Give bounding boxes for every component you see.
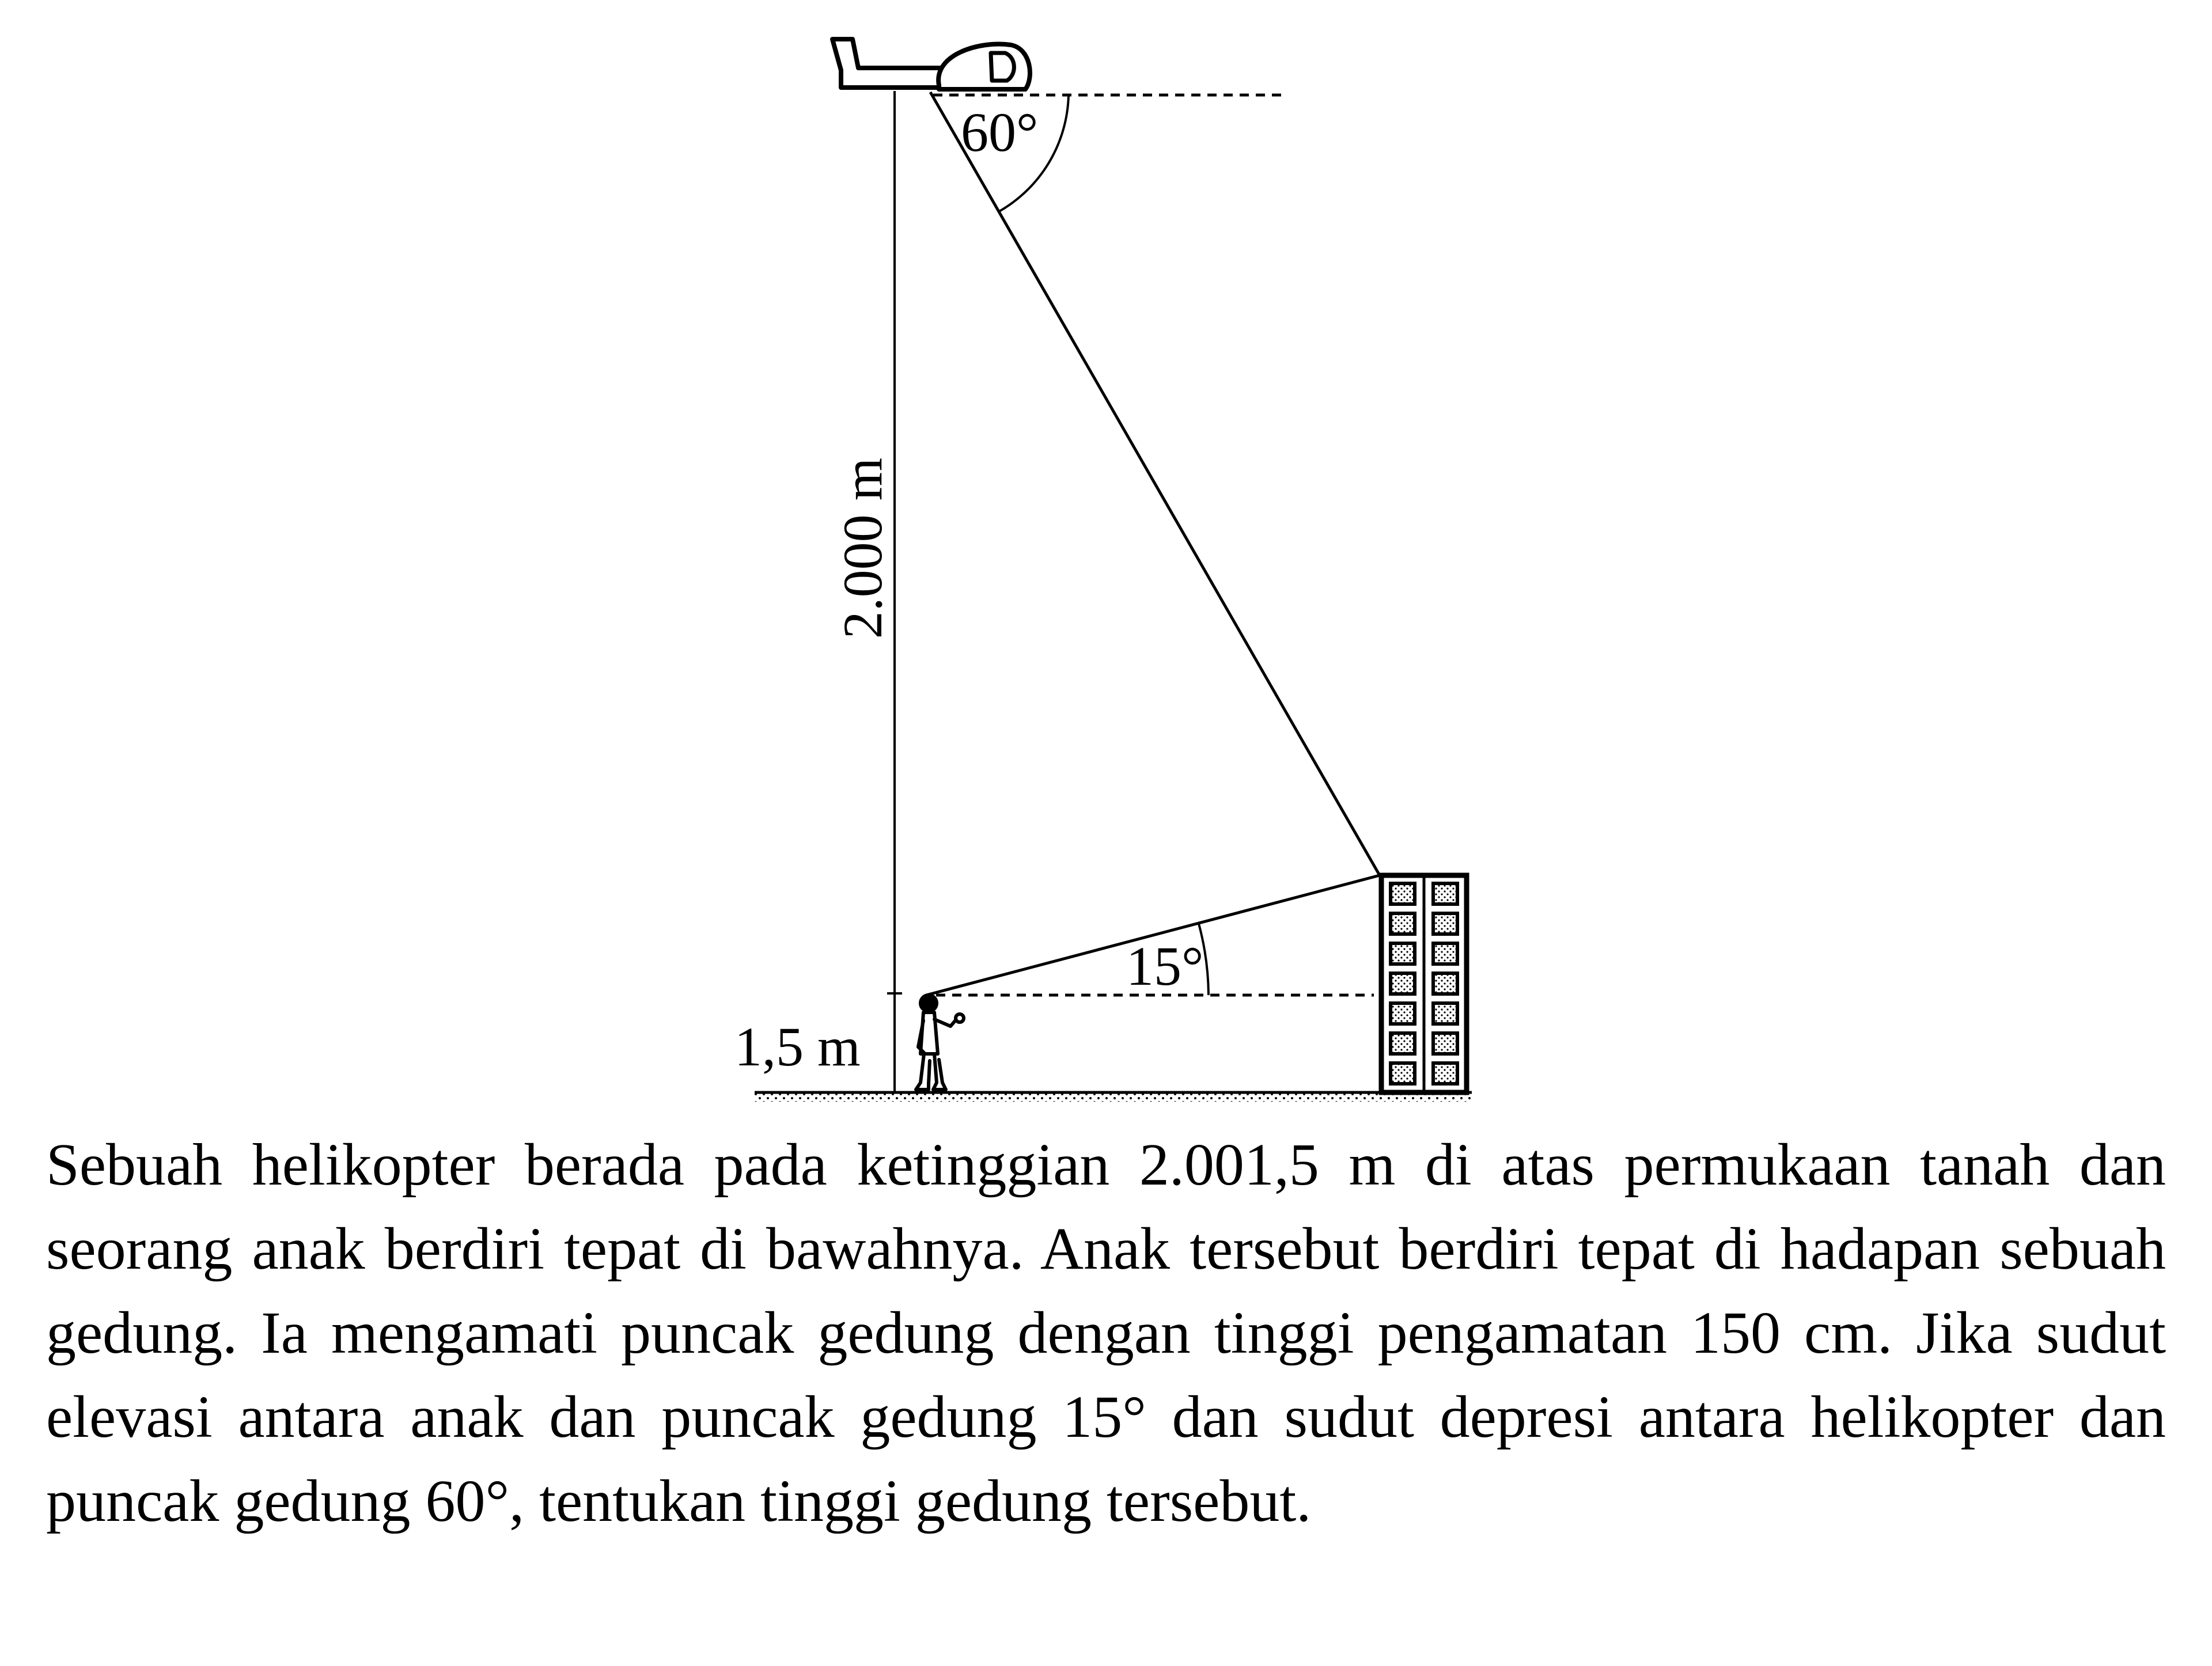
angle-arc-15 (1198, 923, 1210, 996)
child-height-label: 1,5 m (734, 1016, 861, 1077)
angle-label-60: 60° (961, 101, 1038, 163)
depression-sight-line (929, 91, 1381, 876)
child-figure-icon (914, 993, 965, 1091)
helicopter-icon (830, 37, 1032, 92)
building (1378, 872, 1469, 1095)
angle-label-15: 15° (1126, 935, 1203, 997)
elevation-sight-line (926, 874, 1380, 997)
ground (755, 1091, 1472, 1102)
angle-arc-60 (998, 94, 1070, 213)
trigonometry-diagram: 60° 15° 2.000 m 1,5 m (734, 37, 1472, 1102)
helicopter-height-label: 2.000 m (832, 458, 893, 639)
problem-statement: Sebuah helikopter berada pada ketinggian… (46, 1132, 2166, 1534)
